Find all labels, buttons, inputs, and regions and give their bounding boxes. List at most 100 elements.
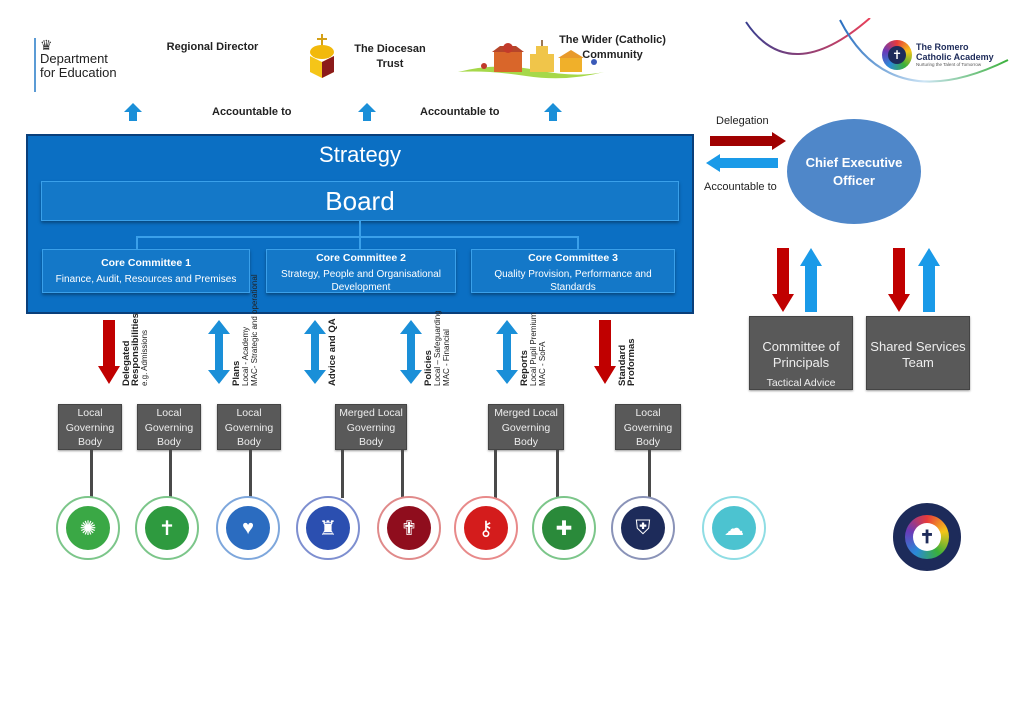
committee-desc: Finance, Audit, Resources and Premises <box>55 274 237 285</box>
governing-body-line: Governing <box>623 421 673 434</box>
governing-body-line: Body <box>78 436 102 448</box>
cop-line2: Principals <box>772 355 830 370</box>
up-arrow-icon <box>124 103 142 121</box>
diocesan-line2: Trust <box>376 58 404 70</box>
governing-body-line: Governing <box>501 421 551 434</box>
delegation-label: Delegation <box>716 115 769 127</box>
operational-management-title: Operational Management <box>785 230 953 246</box>
diocesan-line1: The Diocesan <box>354 43 426 55</box>
school-badge[interactable]: ✺ <box>56 496 120 560</box>
diocesan-trust-label: The Diocesan Trust <box>350 42 430 72</box>
accountable-to-label-2: Accountable to <box>420 106 500 118</box>
chief-executive-officer[interactable]: Chief Executive Officer <box>787 119 921 224</box>
connector-line <box>90 450 93 498</box>
cloud-icon: ☁ <box>712 506 756 550</box>
keys-icon: ⚷ <box>464 506 508 550</box>
sst-line1: Shared Services <box>870 339 966 354</box>
flow-label-line: MAC - SoFA <box>538 341 547 386</box>
core-committee-1[interactable]: Core Committee 1 Finance, Audit, Resourc… <box>42 249 250 293</box>
flow-label-line: Reports <box>519 350 530 386</box>
down-arrow-icon <box>888 248 910 312</box>
sacred-heart-icon: ♥ <box>226 506 270 550</box>
ceo-line1: Chief Executive <box>805 154 903 170</box>
tree-connector <box>359 220 361 236</box>
regional-director-label: Regional Director <box>166 41 259 53</box>
governing-body-line: Governing <box>65 421 115 434</box>
committee-title: Core Committee 1 <box>101 257 191 269</box>
flow-label-line: Local Pupil Premium <box>529 312 538 386</box>
school-badge[interactable]: ♥ <box>216 496 280 560</box>
academy-badge: ✝ <box>893 503 961 571</box>
cop-sub: Tactical Advice <box>766 377 836 389</box>
school-badge[interactable]: ✝ <box>135 496 199 560</box>
school-badge[interactable]: ✚ <box>532 496 596 560</box>
flow-label-line: Plans <box>231 360 242 386</box>
connector-line <box>648 450 651 498</box>
committee-title: Core Committee 2 <box>316 252 406 264</box>
flow-label-line: Proformas <box>626 338 637 386</box>
double-arrow-icon <box>496 320 518 384</box>
academy-logo-icon: ✝ <box>882 40 912 70</box>
shared-services-team-box[interactable]: Shared Services Team <box>866 316 970 390</box>
tree-connector <box>577 236 579 249</box>
crest-shield-icon: ⛨ <box>621 506 665 550</box>
double-arrow-icon <box>208 320 230 384</box>
tree-connector <box>359 236 361 249</box>
governing-body-line: Body <box>237 436 261 448</box>
core-committee-3[interactable]: Core Committee 3 Quality Provision, Perf… <box>471 249 675 293</box>
strategy-title: Strategy <box>319 142 401 167</box>
governing-body-line: Body <box>514 436 538 448</box>
monstrance-icon: ✺ <box>66 506 110 550</box>
connector-line <box>494 450 497 498</box>
flow-label-line: e.g. Admissions <box>140 329 149 386</box>
double-arrow-icon <box>304 320 326 384</box>
up-arrow-icon <box>800 248 822 312</box>
dfe-line1: Department <box>40 51 108 66</box>
board-box[interactable]: Board <box>41 181 679 221</box>
governing-body-line: Governing <box>144 421 194 434</box>
royal-crest-icon: ♛ <box>40 37 53 53</box>
school-badge[interactable]: ✟ <box>377 496 441 560</box>
governing-body-line: Local <box>236 407 262 419</box>
academy-logo-line2: Catholic Academy <box>916 52 994 62</box>
tree-connector <box>136 236 579 238</box>
connector-line <box>169 450 172 498</box>
community-illustration-icon <box>458 40 604 79</box>
strategy-panel: Strategy Board Core Committee 1 Finance,… <box>26 134 694 314</box>
flow-label-line: MAC - Financial <box>442 329 451 386</box>
cop-line1: Committee of <box>762 339 840 354</box>
double-arrow-icon <box>400 320 422 384</box>
flow-label-line: Advice and QA <box>327 318 338 386</box>
governing-body-line: Body <box>359 436 383 448</box>
school-badge[interactable]: ⚷ <box>454 496 518 560</box>
governing-body-line: Body <box>157 436 181 448</box>
academy-logo-tagline: Nurturing the Talent of Tomorrow <box>916 62 982 67</box>
accountable-to-label-1: Accountable to <box>212 106 292 118</box>
community-line1: The Wider (Catholic) <box>559 34 666 46</box>
school-badge[interactable]: ⛨ <box>611 496 675 560</box>
academy-logo-text: The Romero Catholic Academy Nurturing th… <box>916 42 996 68</box>
dfe-logo: ♛ Department for Education <box>34 38 140 92</box>
saint-icon: ✟ <box>387 506 431 550</box>
governing-body-line: Local <box>77 407 103 419</box>
committee-of-principals-box[interactable]: Committee of Principals Tactical Advice <box>749 316 853 390</box>
flow-label: Advice and QA <box>327 318 338 386</box>
school-badge[interactable]: ♜ <box>296 496 360 560</box>
core-committee-2[interactable]: Core Committee 2 Strategy, People and Or… <box>266 249 456 293</box>
sst-line2: Team <box>902 355 934 370</box>
up-arrow-icon <box>918 248 940 312</box>
connector-line <box>249 450 252 498</box>
cross-icon: ✚ <box>542 506 586 550</box>
cross-icon: ✝ <box>913 523 941 551</box>
right-arrow-icon <box>710 132 786 150</box>
school-badge[interactable]: ☁ <box>702 496 766 560</box>
flow-label-line: Local - Academy <box>241 326 250 386</box>
